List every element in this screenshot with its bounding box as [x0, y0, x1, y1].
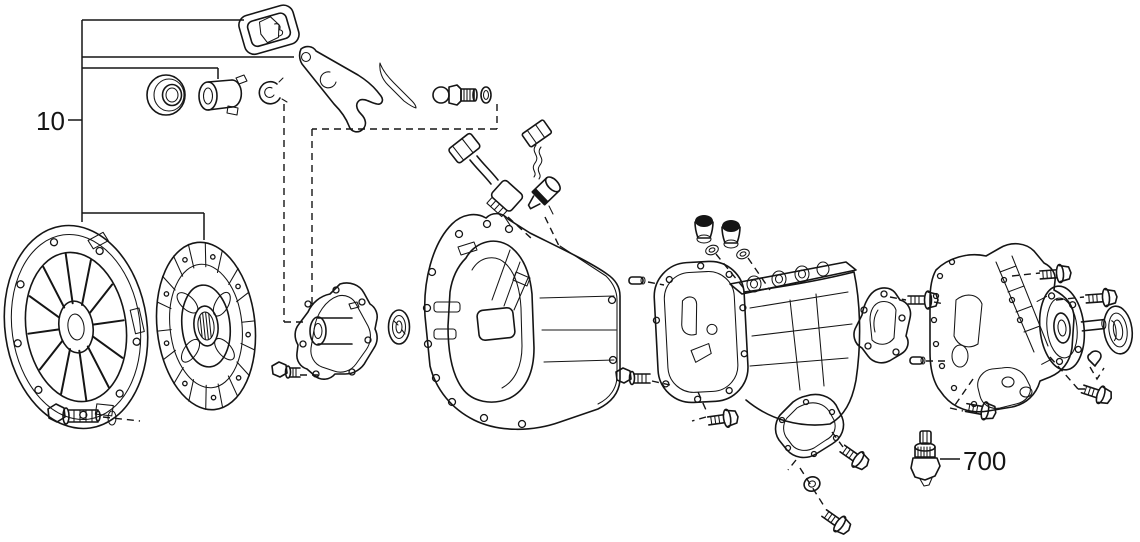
bolt-top-right-part — [1038, 263, 1072, 284]
snap-clip-part — [258, 77, 288, 105]
fork-spring-clip-part — [379, 62, 417, 109]
mount-washer-part — [803, 476, 821, 492]
bolt-right-part — [1084, 287, 1118, 308]
release-fork-part — [298, 45, 384, 133]
dust-seal-ring-part — [1102, 305, 1134, 355]
flange-clip-part — [1087, 350, 1102, 367]
front-bearing-retainer-part — [294, 282, 378, 380]
clutch-housing-part — [422, 212, 621, 431]
gasket-bolt-part — [907, 290, 939, 310]
extension-housing-part — [929, 242, 1075, 413]
callout-700-label[interactable]: 700 — [963, 446, 1006, 476]
release-bearing-hub-part — [198, 74, 248, 116]
case-bolt-part — [706, 408, 739, 429]
mount-bolt-lower-part — [821, 509, 852, 535]
speed-sensor-part — [910, 430, 941, 487]
assembly-dashed-leaders — [102, 104, 1105, 507]
oil-seal-part — [387, 309, 411, 345]
bolt-lower-right-part — [1080, 384, 1112, 405]
output-flange-part — [1036, 285, 1107, 371]
release-bearing-part — [146, 74, 186, 116]
mount-bolt-upper-part — [839, 444, 870, 471]
clutch-disc-part — [155, 241, 257, 411]
clutch-cover-part — [3, 224, 149, 430]
dowel-pin-rear-part — [909, 356, 926, 365]
bolt-bottom-right-part — [964, 401, 997, 421]
ball-stud-part — [432, 84, 492, 106]
callout-700[interactable]: 700 — [940, 446, 1006, 476]
harness-a-part — [448, 132, 524, 226]
retainer-gasket-part — [853, 287, 912, 364]
callout-10[interactable]: 10 — [36, 106, 65, 136]
clutch-release-boot-part — [238, 4, 300, 56]
breather-plug-a-part — [694, 215, 719, 256]
transmission-case-part — [652, 260, 861, 459]
dowel-pin-front-part — [628, 276, 646, 285]
housing-bolt-front-part — [615, 367, 651, 386]
breather-plug-b-part — [721, 220, 750, 260]
harness-b-part — [521, 119, 561, 215]
retainer-bolt-part — [271, 361, 301, 379]
cover-bolt-part — [47, 403, 117, 426]
callout-10-leader-lines — [68, 19, 294, 240]
callout-10-label[interactable]: 10 — [36, 106, 65, 136]
